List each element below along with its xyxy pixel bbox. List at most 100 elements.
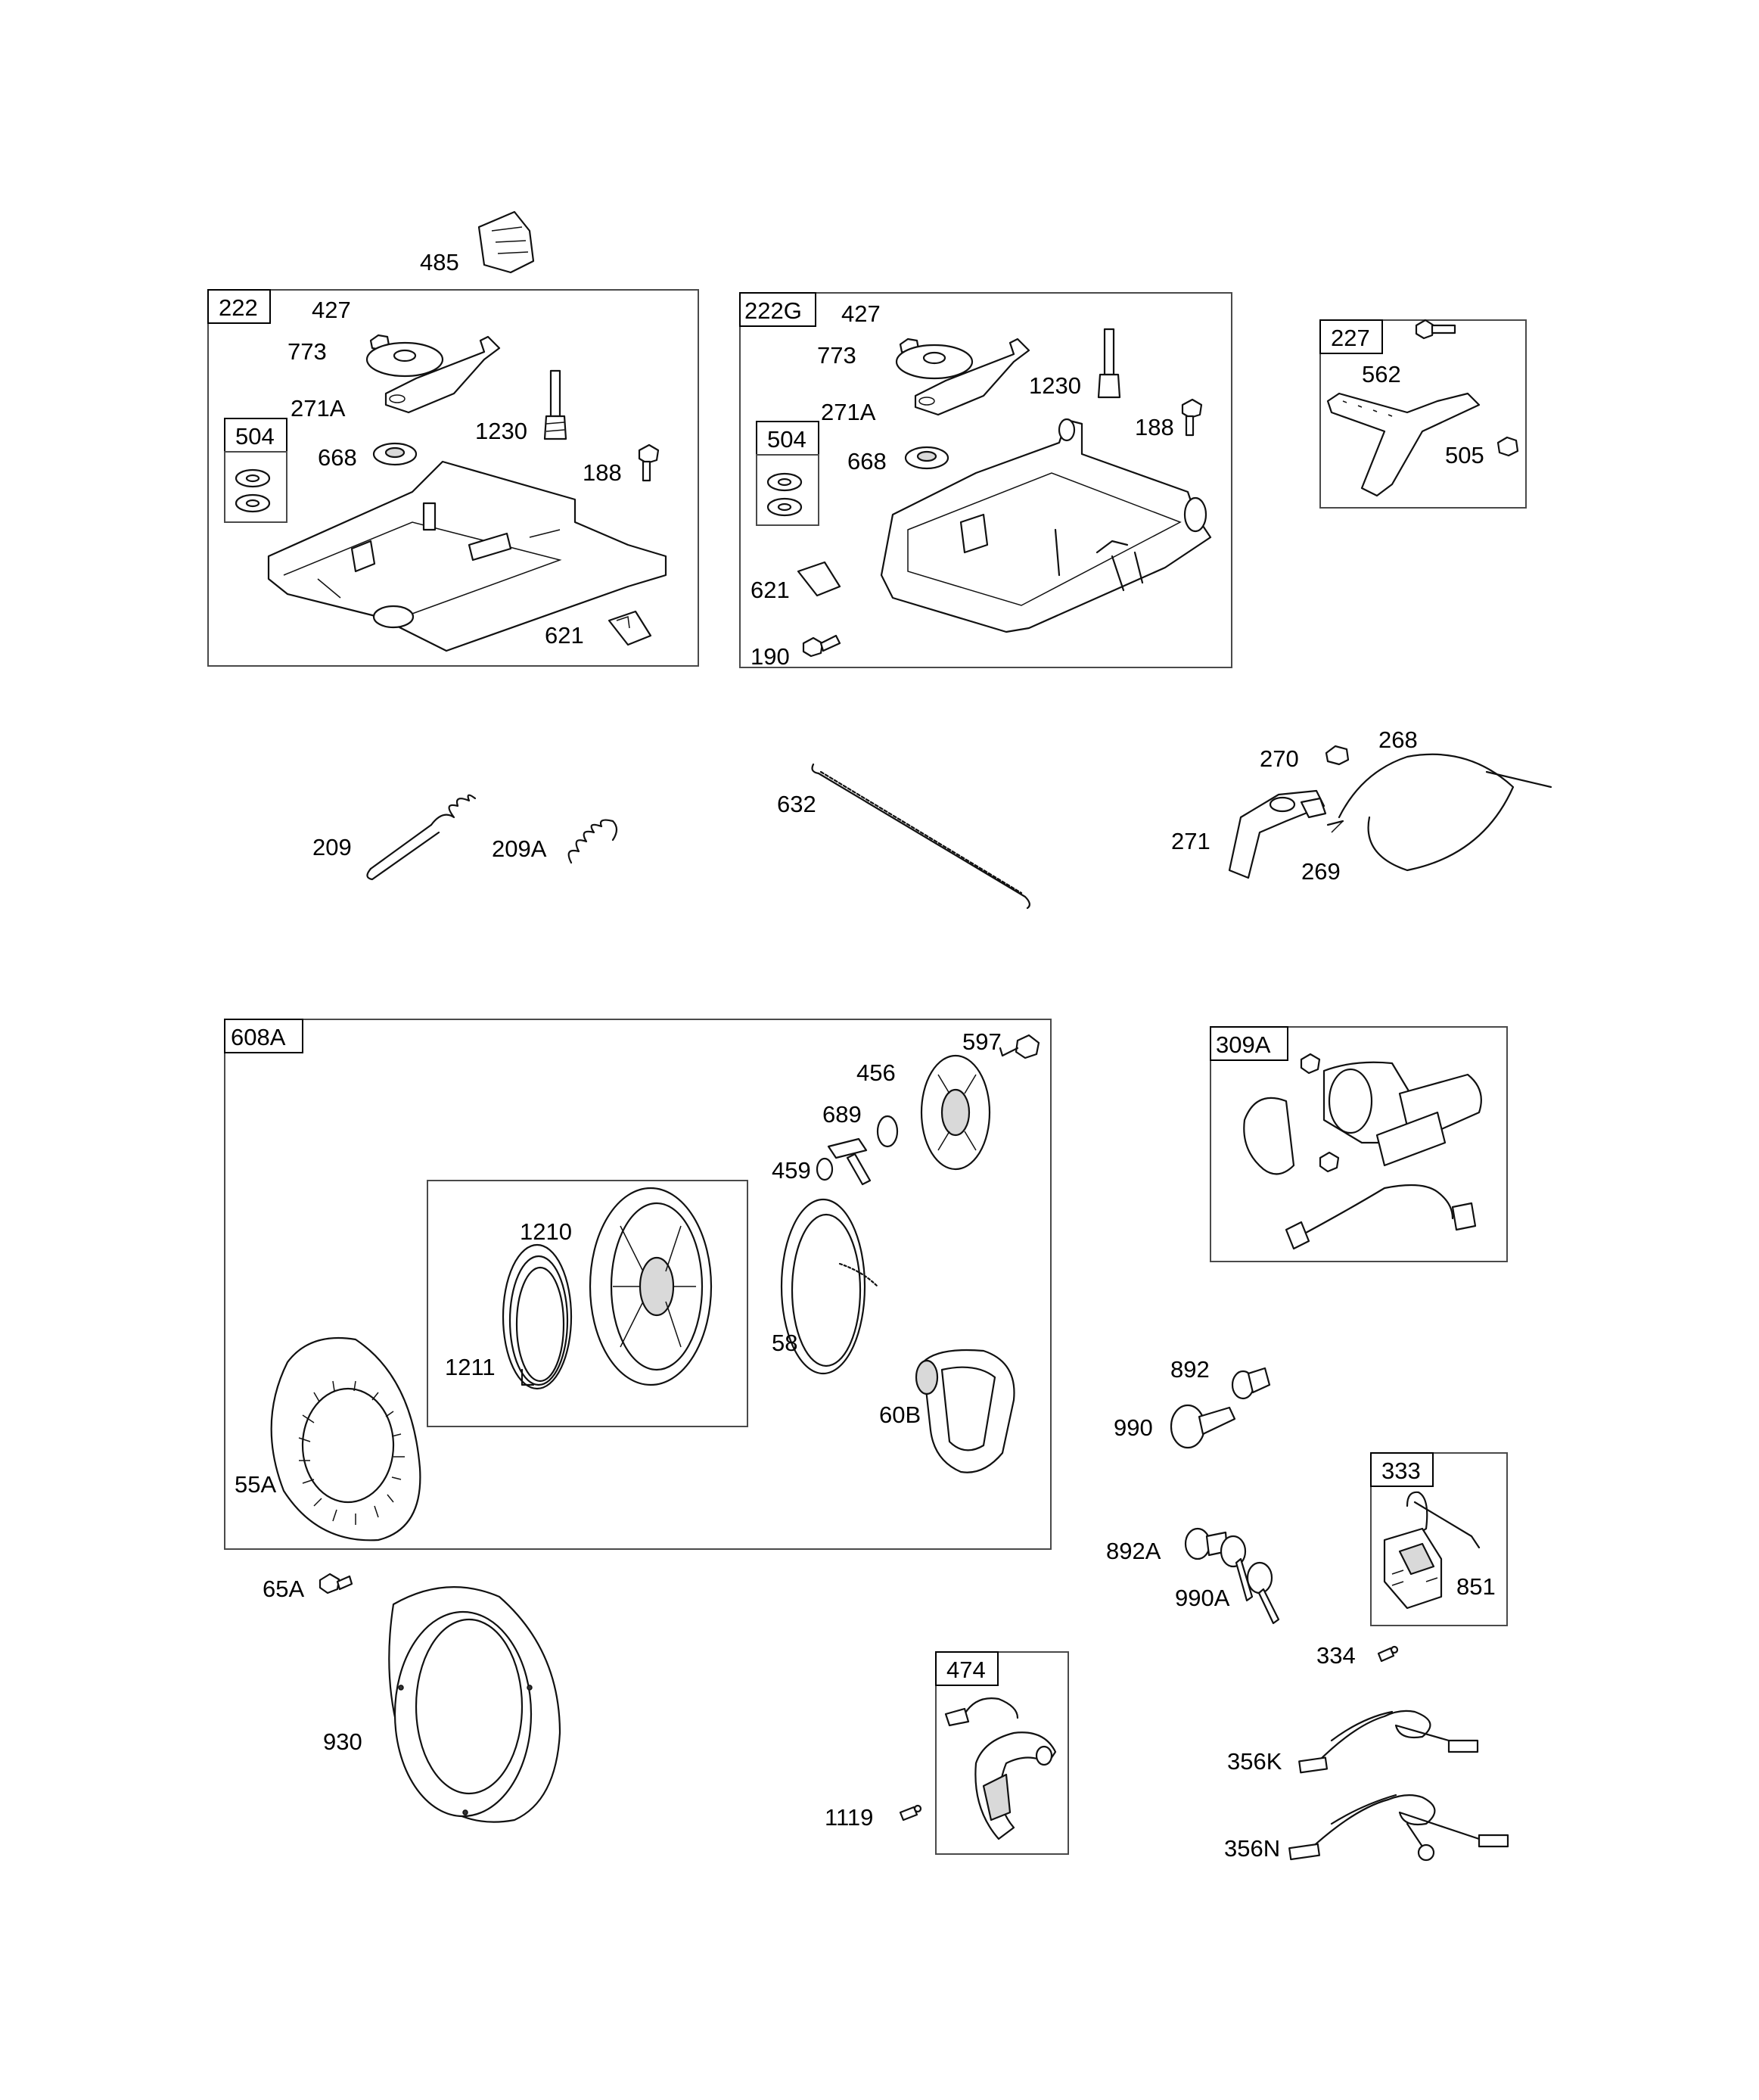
- group-222G-tag: [739, 292, 816, 327]
- label-356K: 356K: [1227, 1748, 1282, 1775]
- lever-271-icon: [1228, 789, 1327, 879]
- label-990A: 990A: [1175, 1585, 1230, 1611]
- shroud-930-icon: [388, 1586, 561, 1823]
- handle-60B-icon: [915, 1349, 1015, 1473]
- label-356N: 356N: [1224, 1835, 1280, 1862]
- label-930: 930: [323, 1728, 362, 1755]
- label-668b: 668: [847, 448, 887, 474]
- label-271Aa: 271A: [291, 395, 346, 422]
- group-504b-frame: [756, 454, 819, 526]
- lever-271Aa-icon: [384, 335, 501, 414]
- group-608A-tag: [224, 1019, 303, 1053]
- label-209: 209: [312, 834, 352, 860]
- group-333-frame: [1370, 1452, 1508, 1626]
- gasket-668a-icon: [372, 442, 418, 466]
- label-60B: 60B: [879, 1402, 921, 1428]
- ring-689-icon: [876, 1115, 899, 1148]
- label-621b: 621: [751, 577, 790, 603]
- wire-269-icon: [1331, 820, 1344, 833]
- screw-334-icon: [1377, 1645, 1399, 1663]
- spring-1211-icon: [502, 1243, 573, 1390]
- lever-773b-icon: [895, 344, 974, 380]
- label-689: 689: [822, 1101, 862, 1128]
- inner-pulley-frame: [427, 1180, 748, 1427]
- washer-icon: [235, 468, 271, 513]
- label-892A: 892A: [1106, 1538, 1161, 1564]
- group-227-frame: [1319, 319, 1527, 509]
- group-474-label: 474: [946, 1657, 986, 1683]
- cable-356N-icon: [1288, 1794, 1509, 1862]
- key-990-icon: [1170, 1404, 1236, 1449]
- cable-356K-icon: [1298, 1710, 1479, 1774]
- label-209A: 209A: [492, 835, 547, 862]
- part-485-grip-icon: [477, 210, 535, 274]
- group-608A-label: 608A: [231, 1024, 286, 1050]
- label-773a: 773: [287, 338, 327, 365]
- label-851: 851: [1456, 1573, 1496, 1600]
- group-504a-label: 504: [235, 423, 275, 450]
- label-58: 58: [772, 1330, 797, 1356]
- label-668a: 668: [318, 444, 357, 471]
- retainer-456-icon: [920, 1054, 991, 1171]
- label-190: 190: [751, 643, 790, 670]
- control-bracket-222G-icon: [880, 418, 1212, 633]
- label-773b: 773: [817, 342, 856, 369]
- bracket-227-icon: [1326, 392, 1481, 497]
- group-222G-label: 222G: [744, 297, 802, 324]
- spring-209A-icon: [567, 819, 618, 864]
- group-222-label: 222: [219, 294, 258, 321]
- group-309A-tag: [1210, 1026, 1288, 1061]
- label-427a: 427: [312, 297, 351, 323]
- spring-58-icon: [780, 1198, 879, 1375]
- group-333-label: 333: [1381, 1458, 1421, 1484]
- bolt-188a-icon: [638, 443, 660, 482]
- starter-motor-309A-icon: [1243, 1053, 1482, 1250]
- nut-505-icon: [1496, 436, 1519, 457]
- group-474-tag: [935, 1651, 999, 1686]
- pulley-1210-icon: [589, 1187, 713, 1386]
- label-188a: 188: [583, 459, 622, 486]
- bolt-190-icon: [802, 634, 841, 658]
- label-459: 459: [772, 1157, 811, 1184]
- screw-1119-icon: [899, 1804, 922, 1822]
- label-1210: 1210: [520, 1218, 572, 1245]
- key-990A-icon: [1220, 1535, 1280, 1625]
- label-1230a: 1230: [475, 418, 527, 444]
- group-504a-frame: [224, 451, 287, 523]
- group-504b-label: 504: [767, 426, 806, 453]
- label-270: 270: [1260, 745, 1299, 772]
- label-990: 990: [1114, 1414, 1153, 1441]
- label-892: 892: [1170, 1356, 1210, 1383]
- group-222G-frame: [739, 292, 1232, 668]
- rectifier-851-icon: [1383, 1491, 1481, 1610]
- washer-icon: [766, 472, 803, 517]
- group-222-tag: [207, 289, 271, 324]
- label-65A: 65A: [263, 1576, 304, 1602]
- group-608A-frame: [224, 1019, 1052, 1550]
- spring-209-icon: [366, 794, 477, 881]
- label-456: 456: [856, 1059, 896, 1086]
- group-227-label: 227: [1331, 325, 1370, 351]
- label-269: 269: [1301, 858, 1341, 885]
- label-334: 334: [1316, 1642, 1356, 1669]
- label-1230b: 1230: [1029, 372, 1081, 399]
- label-271: 271: [1171, 828, 1210, 854]
- clip-621b-icon: [797, 561, 841, 597]
- label-55A: 55A: [235, 1471, 276, 1498]
- switch-892-icon: [1231, 1367, 1271, 1400]
- lever-773a-icon: [365, 341, 444, 378]
- group-474-frame: [935, 1651, 1069, 1855]
- label-505: 505: [1445, 442, 1484, 468]
- pawl-459-icon: [816, 1137, 872, 1186]
- group-309A-label: 309A: [1216, 1031, 1271, 1058]
- cable-268-icon: [1326, 753, 1552, 872]
- group-309A-frame: [1210, 1026, 1508, 1262]
- lever-271Ab-icon: [914, 338, 1030, 416]
- clip-621a-icon: [608, 610, 652, 646]
- label-632: 632: [777, 791, 816, 817]
- label-1119: 1119: [825, 1804, 873, 1831]
- label-271Ab: 271A: [821, 399, 876, 425]
- stud-1230a-icon: [543, 369, 567, 440]
- label-1211: 1211: [445, 1354, 496, 1380]
